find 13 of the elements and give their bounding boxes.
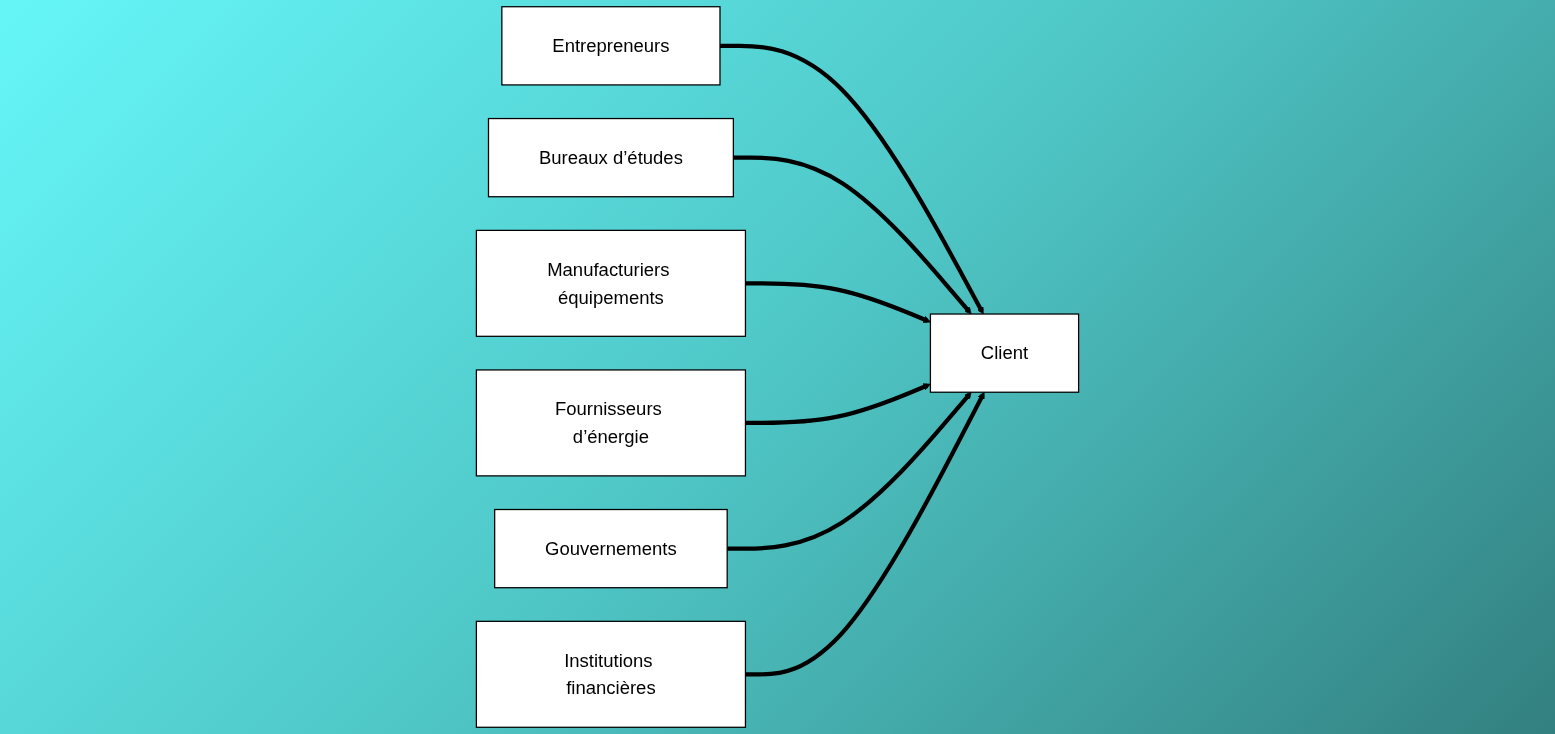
node-box: Manufacturiers équipements: [475, 229, 747, 337]
arrow: [727, 391, 972, 551]
arrow: [720, 43, 984, 315]
node-box: Gouvernements: [494, 508, 728, 589]
node-box: Client: [929, 313, 1080, 393]
node-box: Entrepreneurs: [501, 6, 721, 86]
node-box: Institutions financières: [475, 620, 747, 728]
node-box: Bureaux d’études: [487, 117, 734, 198]
arrow: [745, 391, 985, 677]
arrow: [733, 155, 972, 315]
arrow: [745, 383, 931, 425]
arrow: [745, 281, 931, 323]
node-box: Fournisseurs d’énergie: [475, 369, 747, 477]
